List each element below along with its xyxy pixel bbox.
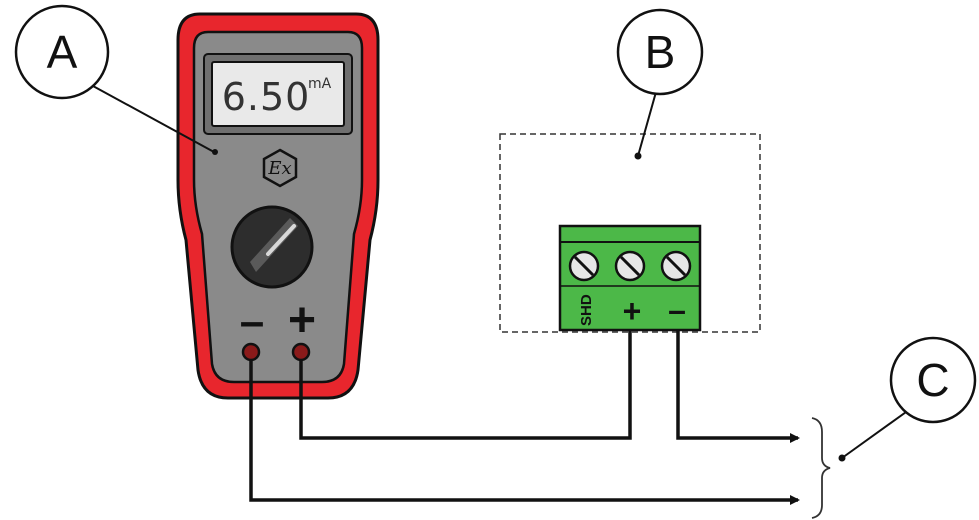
panel-screw-icon xyxy=(212,149,218,155)
callout-c-label: C xyxy=(916,354,949,406)
terminal-block: SHD + – xyxy=(558,224,702,332)
meter-plus-sign: + xyxy=(288,294,316,347)
callout-b-label: B xyxy=(645,26,676,78)
meter-plus-jack[interactable] xyxy=(291,342,311,362)
lcd-value: 6.50 xyxy=(222,75,311,119)
ex-mark-label: Ex xyxy=(267,158,291,179)
terminal-label-plus: + xyxy=(623,293,642,329)
ex-hexagon-icon xyxy=(262,148,298,188)
meter-minus-jack[interactable] xyxy=(241,342,261,362)
knob-indicator-line xyxy=(266,224,296,256)
callout-c: C xyxy=(838,336,977,462)
wire-plus xyxy=(299,330,632,440)
terminal-screw-plus-icon[interactable] xyxy=(614,250,646,282)
field-wires-bracket xyxy=(811,417,831,519)
terminal-screw-shd-icon[interactable] xyxy=(568,250,600,282)
wire-minus-to-field xyxy=(676,330,800,443)
meter-minus-sign: – xyxy=(240,297,264,346)
multimeter: 6.50 mA Ex – + xyxy=(176,12,380,400)
lcd-screen xyxy=(211,61,345,127)
device-housing-outline xyxy=(499,133,761,333)
lcd-unit: mA xyxy=(308,76,332,92)
rotary-selector-knob[interactable] xyxy=(230,205,314,289)
terminal-label-minus: – xyxy=(668,292,686,328)
callout-a: A xyxy=(14,4,215,153)
terminal-label-shd: SHD xyxy=(578,294,595,326)
callout-b: B xyxy=(616,8,704,160)
callout-a-label: A xyxy=(47,26,78,78)
terminal-screw-minus-icon[interactable] xyxy=(660,250,692,282)
wire-meter-minus-to-field xyxy=(249,360,800,505)
